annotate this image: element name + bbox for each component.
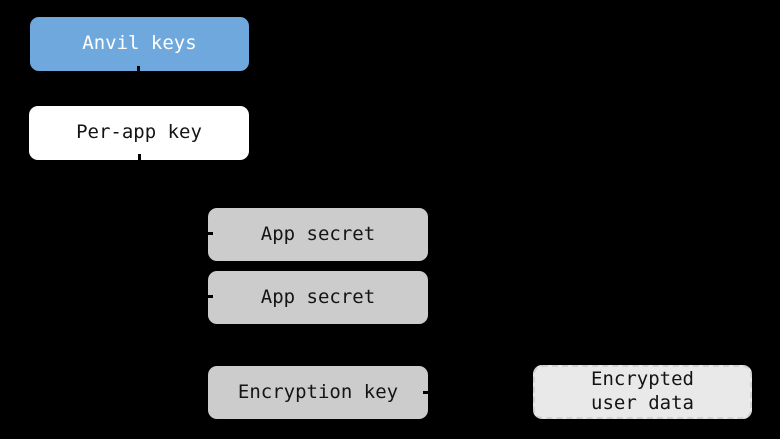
node-encrypted-user-data: Encrypted user data [533, 365, 752, 419]
node-anvil-keys: Anvil keys [30, 17, 249, 71]
connector-stub-anvil-bottom [137, 66, 140, 75]
connector-stub-app-secret-2-left [204, 295, 213, 298]
connector-stub-per-app-bottom [138, 154, 141, 163]
node-app-secret-2: App secret [208, 271, 428, 324]
connector-stub-app-secret-1-left [204, 232, 213, 235]
connector-stub-encryption-key-right [423, 391, 432, 394]
node-per-app-key: Per-app key [29, 106, 249, 160]
node-encryption-key: Encryption key [208, 366, 428, 419]
node-app-secret-1: App secret [208, 208, 428, 261]
